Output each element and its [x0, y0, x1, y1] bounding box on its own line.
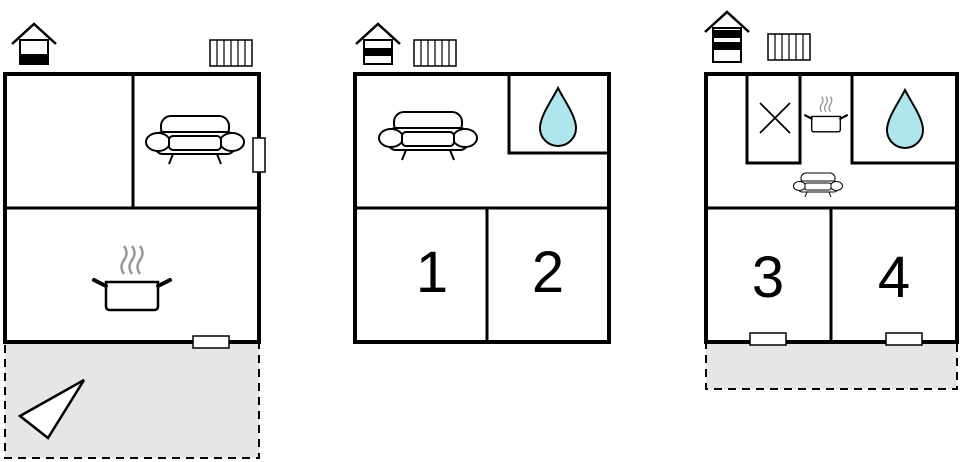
room-number: 3 [752, 245, 784, 310]
inner-wall [850, 74, 957, 165]
radiator-icon [413, 39, 457, 67]
compass-triangle-icon [17, 378, 86, 440]
house-level-top-icon [704, 10, 750, 63]
room-number: 4 [878, 245, 910, 310]
radiator-icon [767, 33, 811, 61]
radiator-icon [209, 39, 253, 67]
water-drop-icon [539, 87, 577, 147]
cooking-pot-icon [92, 244, 172, 312]
house-level-middle-icon [355, 22, 401, 65]
balcony-area [705, 342, 958, 390]
cooking-pot-icon [803, 95, 849, 133]
floor-2: 1 2 [353, 22, 611, 344]
sofa-icon [145, 115, 245, 165]
room-number: 2 [532, 240, 564, 305]
inner-wall [745, 74, 802, 165]
terrace-area [4, 342, 260, 459]
floor-3: 3 4 [704, 10, 959, 390]
cross-icon [759, 102, 791, 134]
door [192, 335, 230, 349]
sofa-icon [793, 172, 843, 198]
sofa-icon [378, 111, 478, 161]
floor-1 [3, 22, 266, 459]
house-level-ground-icon [11, 22, 57, 65]
door [885, 332, 923, 346]
water-drop-icon [886, 89, 924, 149]
window [252, 137, 266, 173]
room-number: 1 [416, 240, 448, 305]
inner-wall [507, 74, 609, 155]
door [749, 332, 787, 346]
